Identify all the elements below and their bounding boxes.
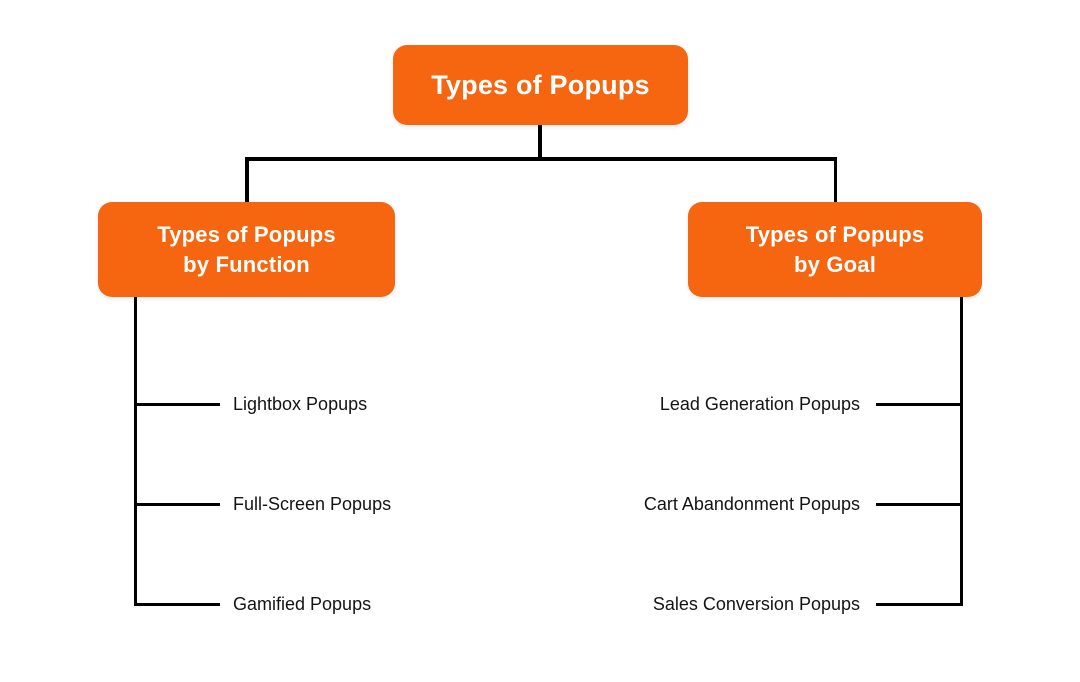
node-branch-label-line2: by Goal bbox=[793, 251, 877, 277]
left-branch-line-3 bbox=[135, 602, 220, 606]
leaf-full-screen-popups: Full-Screen Popups bbox=[233, 490, 391, 518]
connector-right-drop bbox=[833, 157, 837, 203]
right-trunk-line bbox=[959, 297, 963, 606]
leaf-label: Gamified Popups bbox=[233, 594, 372, 614]
leaf-lightbox-popups: Lightbox Popups bbox=[233, 390, 367, 418]
left-trunk-line bbox=[133, 297, 137, 606]
leaf-lead-generation-popups: Lead Generation Popups bbox=[660, 390, 860, 418]
right-branch-line-2 bbox=[876, 502, 962, 506]
leaf-label: Cart Abandonment Popups bbox=[643, 494, 860, 514]
leaf-label: Lead Generation Popups bbox=[659, 394, 860, 414]
leaf-label: Lightbox Popups bbox=[233, 394, 368, 414]
right-branch-line-3 bbox=[876, 602, 962, 606]
connector-root-stem bbox=[538, 125, 542, 158]
leaf-sales-conversion-popups: Sales Conversion Popups bbox=[653, 590, 860, 618]
leaf-gamified-popups: Gamified Popups bbox=[233, 590, 371, 618]
node-branch-label-line1: Types of Popups bbox=[745, 221, 925, 247]
connector-left-drop bbox=[245, 157, 249, 203]
node-types-by-function: Types of Popups by Function bbox=[98, 202, 395, 297]
node-branch-label-line1: Types of Popups bbox=[157, 221, 336, 247]
leaf-label: Sales Conversion Popups bbox=[652, 594, 860, 614]
left-branch-line-2 bbox=[135, 502, 220, 506]
node-types-of-popups: Types of Popups bbox=[393, 45, 688, 125]
left-branch-line-1 bbox=[135, 402, 220, 406]
leaf-label: Full-Screen Popups bbox=[233, 494, 392, 514]
leaf-cart-abandonment-popups: Cart Abandonment Popups bbox=[644, 490, 860, 518]
node-root-label: Types of Popups bbox=[431, 69, 650, 100]
connector-horizontal-bar bbox=[245, 157, 837, 161]
right-branch-line-1 bbox=[876, 402, 962, 406]
node-branch-label-line2: by Function bbox=[183, 251, 310, 277]
node-types-by-goal: Types of Popups by Goal bbox=[688, 202, 982, 297]
